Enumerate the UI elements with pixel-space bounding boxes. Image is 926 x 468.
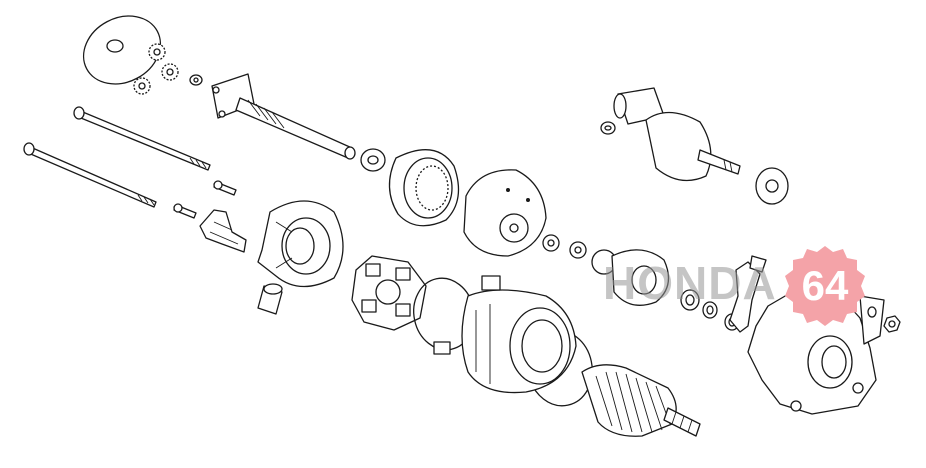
hex-nut xyxy=(883,315,901,333)
through-bolts xyxy=(23,106,211,208)
end-cover-housing xyxy=(257,200,344,288)
brush-bracket xyxy=(199,209,247,253)
solenoid xyxy=(600,87,741,182)
planetary-gears xyxy=(133,43,179,95)
watermark-badge-number: 64 xyxy=(801,262,849,309)
yoke-field-housing xyxy=(433,275,577,394)
shift-lever xyxy=(729,255,767,333)
overrunning-clutch xyxy=(591,249,670,306)
planet-carrier-shaft xyxy=(211,73,356,160)
gear-housing-drum xyxy=(463,169,547,257)
watermark-brand-text: HONDA xyxy=(603,257,777,309)
large-dish-washer xyxy=(82,15,162,85)
armature xyxy=(581,364,701,437)
solenoid-boot xyxy=(755,167,789,205)
bushing xyxy=(257,283,283,315)
drive-end-housing xyxy=(747,291,885,415)
small-washers xyxy=(189,74,587,259)
internal-ring-gear xyxy=(388,149,460,227)
brush-holder xyxy=(351,255,427,331)
watermark: HONDA 64 xyxy=(603,244,873,328)
small-screws xyxy=(173,180,237,219)
watermark-badge-icon xyxy=(785,246,865,326)
